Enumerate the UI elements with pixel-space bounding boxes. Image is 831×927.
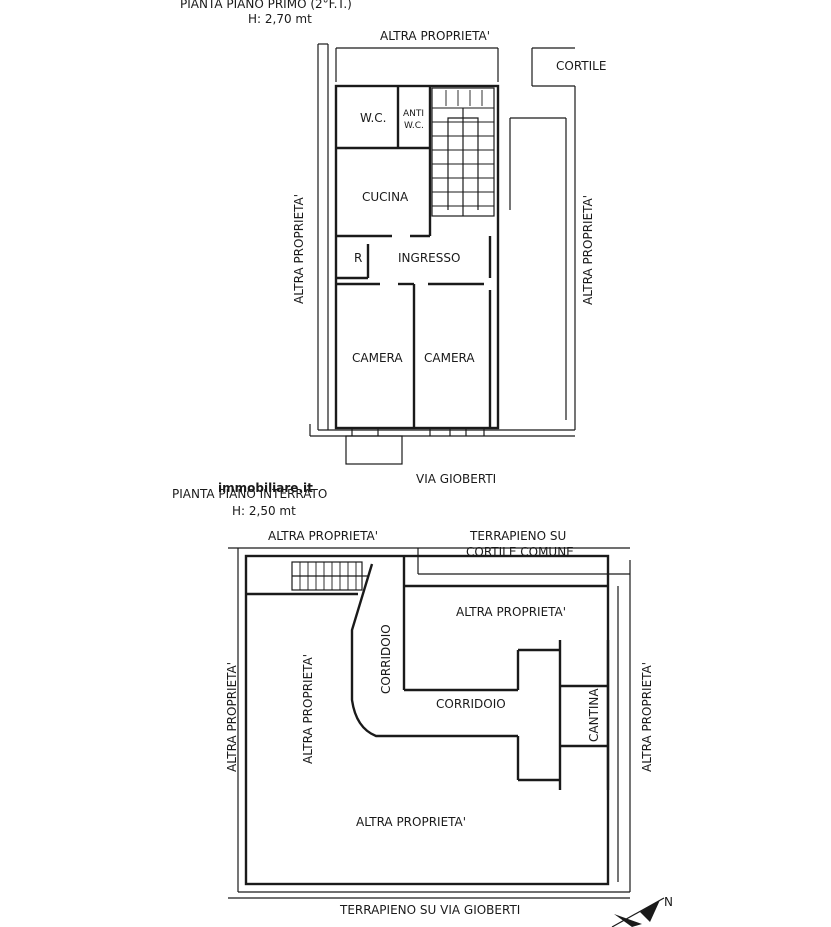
first-floor-height: H: 2,70 mt [248, 12, 312, 26]
first-floor-walls [334, 84, 500, 430]
corridor-vertical-label: CORRIDOIO [379, 624, 393, 694]
basement-left-outer-label: ALTRA PROPRIETA' [225, 662, 239, 772]
street-label: VIA GIOBERTI [416, 472, 496, 486]
basement-title: PIANTA PIANO INTERRATO [172, 487, 327, 501]
embankment-line-2: CORTILE COMUNE [466, 545, 574, 559]
first-floor-right-neighbor-label: ALTRA PROPRIETA' [581, 195, 595, 305]
first-floor-context-lines [309, 43, 576, 465]
basement-plan: PIANTA PIANO INTERRATO H: 2,50 mt [172, 487, 654, 917]
kitchen-label: CUCINA [362, 190, 409, 204]
basement-height: H: 2,50 mt [232, 504, 296, 518]
basement-bottom-inner-label: ALTRA PROPRIETA' [356, 815, 466, 829]
first-floor-openings [351, 428, 485, 436]
north-arrow-icon: N [611, 895, 673, 927]
basement-right-outer-label: ALTRA PROPRIETA' [640, 662, 654, 772]
basement-staircase [291, 561, 368, 591]
basement-context-lines [228, 547, 631, 899]
north-label: N [664, 895, 673, 909]
cellar-label: CANTINA [587, 688, 601, 742]
wc-label: W.C. [360, 111, 387, 125]
anti-wc-label: W.C. [404, 121, 424, 131]
bedroom-2-label: CAMERA [424, 351, 475, 365]
basement-top-neighbor-label: ALTRA PROPRIETA' [268, 529, 378, 543]
first-floor-top-neighbor-label: ALTRA PROPRIETA' [380, 29, 490, 43]
first-floor-left-neighbor-label: ALTRA PROPRIETA' [292, 194, 306, 304]
anti-label: ANTI [403, 109, 424, 119]
embankment-line-1: TERRAPIENO SU [469, 529, 566, 543]
storage-label: R [354, 251, 362, 265]
courtyard-label: CORTILE [556, 59, 606, 73]
bedroom-1-label: CAMERA [352, 351, 403, 365]
basement-bottom-street-label: TERRAPIENO SU VIA GIOBERTI [339, 903, 520, 917]
basement-left-inner-label: ALTRA PROPRIETA' [301, 654, 315, 764]
basement-walls [244, 554, 610, 886]
entrance-label: INGRESSO [398, 251, 460, 265]
basement-upper-neighbor-label: ALTRA PROPRIETA' [456, 605, 566, 619]
first-floor-plan: PIANTA PIANO PRIMO (2°F.T.) H: 2,70 mt [180, 0, 606, 486]
watermark-text: immobiliare.it [218, 481, 313, 495]
first-floor-title: PIANTA PIANO PRIMO (2°F.T.) [180, 0, 352, 11]
first-floor-staircase [431, 87, 495, 217]
corridor-horizontal-label: CORRIDOIO [436, 697, 506, 711]
